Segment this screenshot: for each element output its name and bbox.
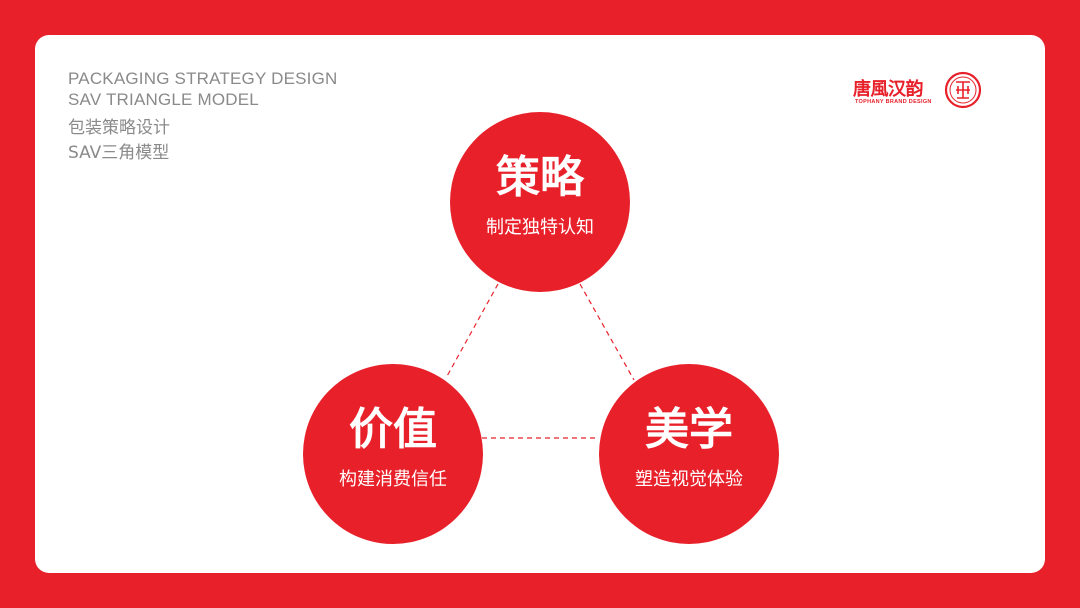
- title-cn-line-2: SAV三角模型: [68, 143, 170, 163]
- node-aesthetics-title: 美学: [645, 404, 733, 455]
- brand-logo: 唐風汉韵 TOPHANY BRAND DESIGN: [853, 71, 985, 115]
- seal-icon: [944, 71, 982, 109]
- title-cn-line-1: 包装策略设计: [68, 118, 170, 138]
- node-strategy-title: 策略: [496, 152, 584, 203]
- node-strategy: 策略 制定独特认知: [450, 112, 630, 292]
- node-value-title: 价值: [349, 404, 437, 455]
- node-value-desc: 构建消费信任: [339, 469, 447, 490]
- brand-subtitle: TOPHANY BRAND DESIGN: [855, 99, 932, 105]
- node-strategy-desc: 制定独特认知: [486, 217, 594, 238]
- slide-header: PACKAGING STRATEGY DESIGN SAV TRIANGLE M…: [68, 68, 338, 166]
- node-aesthetics-desc: 塑造视觉体验: [635, 469, 743, 490]
- node-aesthetics: 美学 塑造视觉体验: [599, 364, 779, 544]
- title-en-line-1: PACKAGING STRATEGY DESIGN: [68, 69, 338, 88]
- connector-strategy-aesthetics: [579, 283, 635, 381]
- connector-strategy-value: [445, 283, 499, 379]
- title-en-line-2: SAV TRIANGLE MODEL: [68, 90, 259, 109]
- brand-name: 唐風汉韵: [853, 79, 924, 100]
- node-value: 价值 构建消费信任: [303, 364, 483, 544]
